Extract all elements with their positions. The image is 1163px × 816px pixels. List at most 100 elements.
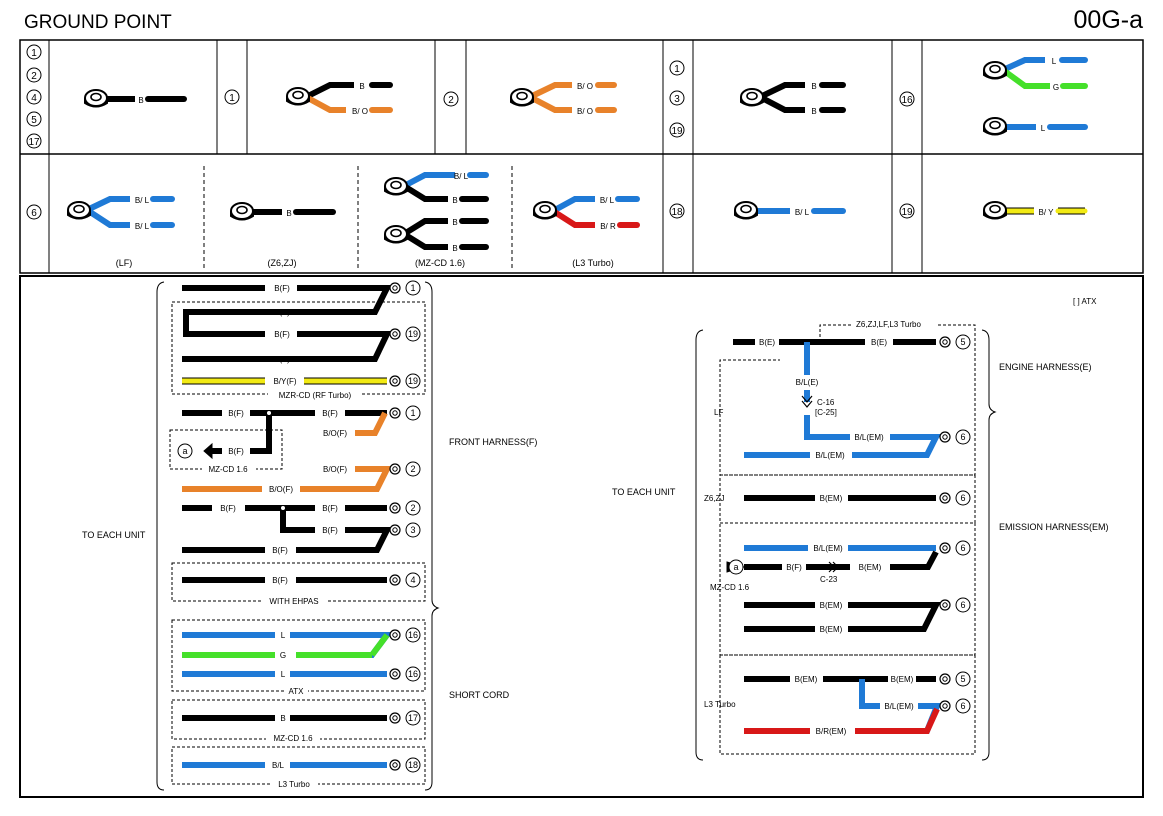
atx-note: [ ] ATX bbox=[1073, 297, 1097, 306]
wire-label: B bbox=[452, 244, 457, 253]
wire-label: B/L bbox=[272, 761, 285, 770]
emission-harness-label: EMISSION HARNESS(EM) bbox=[999, 522, 1109, 532]
variant-caption: (MZ-CD 1.6) bbox=[415, 258, 465, 268]
right-wire-labels: B(E) B(E) B/L(E) B/L(EM) B/L(EM) B(EM) B… bbox=[759, 338, 914, 736]
wire-label: B(EM) bbox=[859, 563, 882, 572]
wire-label: B/ Y bbox=[1039, 208, 1055, 217]
page-id: 00G-a bbox=[1073, 6, 1143, 34]
wire-label: L bbox=[1041, 124, 1046, 133]
variant-caption: (LF) bbox=[116, 258, 133, 268]
variant-caption: Z6,ZJ bbox=[704, 494, 724, 503]
wire-label: B/ R bbox=[600, 222, 616, 231]
wire-label: B/L(EM) bbox=[815, 451, 845, 460]
num-label: 1 bbox=[410, 408, 415, 418]
wire-label: B/L(EM) bbox=[884, 702, 914, 711]
wire-label: B/ O bbox=[577, 107, 593, 116]
num-label: 1 bbox=[674, 64, 680, 75]
num-label: 6 bbox=[960, 432, 965, 442]
row1-cell1-numbers: 1 2 4 5 17 bbox=[26, 44, 42, 149]
variant-caption: ATX bbox=[289, 687, 305, 696]
wire-label: B(F) bbox=[274, 284, 290, 293]
num-label: 19 bbox=[408, 376, 418, 386]
num-label: 1 bbox=[410, 283, 415, 293]
variant-caption: (L3 Turbo) bbox=[572, 258, 614, 268]
wire-label: B/Y(F) bbox=[273, 377, 296, 386]
wire-label: B/ L bbox=[135, 222, 150, 231]
wire-label: B(F) bbox=[220, 504, 236, 513]
variant-caption: L3 Turbo bbox=[278, 780, 310, 789]
num-label: 19 bbox=[408, 329, 418, 339]
front-harness-label: FRONT HARNESS(F) bbox=[449, 437, 537, 447]
right-wiring bbox=[726, 339, 942, 734]
left-box-captions: MZR-CD (RF Turbo) MZ-CD 1.6 WITH EHPAS A… bbox=[202, 390, 362, 789]
num-label: 5 bbox=[31, 115, 37, 126]
variant-caption: L3 Turbo bbox=[704, 700, 736, 709]
wire-label: G bbox=[1053, 83, 1059, 92]
row1-cell3: 2 B/ O B/ O bbox=[443, 82, 617, 116]
num-label: 16 bbox=[408, 669, 418, 679]
wire-label: B(F) bbox=[274, 330, 290, 339]
num-label: 18 bbox=[408, 760, 418, 770]
num-label: 2 bbox=[410, 503, 415, 513]
variant-caption: WITH EHPAS bbox=[269, 597, 318, 606]
row1-cell1-terminal: B bbox=[84, 89, 187, 108]
to-each-unit-label: TO EACH UNIT bbox=[612, 487, 676, 497]
wire-label: B bbox=[280, 714, 285, 723]
wire-label: B/L(EM) bbox=[813, 544, 843, 553]
row2-cell3: B/ L B B B (MZ-CD 1.6) bbox=[384, 172, 489, 268]
num-label: 2 bbox=[31, 71, 37, 82]
right-brackets bbox=[695, 329, 997, 761]
wire-label: B/ O bbox=[352, 107, 368, 116]
row2-cell5: 18 B/ L bbox=[669, 201, 846, 220]
left-wire-labels: B(F) B(F) B(F) B(F) B/Y(F) B(F) B(F) B/O… bbox=[220, 284, 347, 770]
connector-label: C-23 bbox=[820, 575, 838, 584]
wire-label: B/ L bbox=[454, 172, 469, 181]
left-brackets bbox=[156, 281, 440, 791]
variant-caption: LF bbox=[714, 408, 723, 417]
wire-label: B(F) bbox=[272, 546, 288, 555]
num-label: 3 bbox=[674, 94, 680, 105]
wire-label: B(EM) bbox=[820, 601, 843, 610]
wire-label: B bbox=[811, 82, 816, 91]
wire-label: L bbox=[281, 631, 286, 640]
num-label: 16 bbox=[901, 95, 913, 106]
num-label: 3 bbox=[410, 525, 415, 535]
wire-label: B bbox=[359, 82, 364, 91]
left-side-labels: TO EACH UNIT FRONT HARNESS(F) SHORT CORD bbox=[82, 437, 537, 700]
wire-label: B bbox=[811, 107, 816, 116]
wire-label: B/O(F) bbox=[269, 485, 293, 494]
num-label: 6 bbox=[960, 493, 965, 503]
connector-table bbox=[19, 39, 1144, 274]
wire-label: B(F) bbox=[274, 308, 290, 317]
num-label: 6 bbox=[31, 208, 37, 219]
num-label: 6 bbox=[960, 543, 965, 553]
marker-label: a bbox=[733, 562, 738, 572]
wire-label: B(F) bbox=[274, 355, 290, 364]
wire-label: G bbox=[280, 651, 286, 660]
num-label: 19 bbox=[901, 207, 913, 218]
variant-caption: MZ-CD 1.6 bbox=[710, 583, 750, 592]
left-marker-a: a bbox=[177, 443, 193, 459]
wire-label: B(F) bbox=[272, 576, 288, 585]
num-label: 18 bbox=[671, 207, 683, 218]
page-title: GROUND POINT bbox=[24, 12, 172, 33]
wire-label: B bbox=[286, 209, 291, 218]
num-label: 16 bbox=[408, 630, 418, 640]
wire-label: L bbox=[281, 670, 286, 679]
variant-caption: MZR-CD (RF Turbo) bbox=[279, 391, 352, 400]
left-wiring bbox=[182, 285, 393, 768]
num-label: 4 bbox=[31, 93, 37, 104]
num-label: 1 bbox=[229, 93, 235, 104]
wire-label: B/R(EM) bbox=[816, 727, 847, 736]
wire-label: B bbox=[452, 218, 457, 227]
num-label: 4 bbox=[410, 575, 415, 585]
row1-cell2: 1 B B/ O bbox=[224, 82, 393, 116]
num-label: 17 bbox=[28, 137, 40, 148]
wire-label: B/O(F) bbox=[323, 465, 347, 474]
num-label: 5 bbox=[960, 674, 965, 684]
wire-label: B(EM) bbox=[820, 494, 843, 503]
wire-label: B/O(F) bbox=[323, 429, 347, 438]
num-label: 17 bbox=[408, 713, 418, 723]
wire-label: B(F) bbox=[786, 563, 802, 572]
wire-label: B/L(E) bbox=[796, 378, 819, 387]
